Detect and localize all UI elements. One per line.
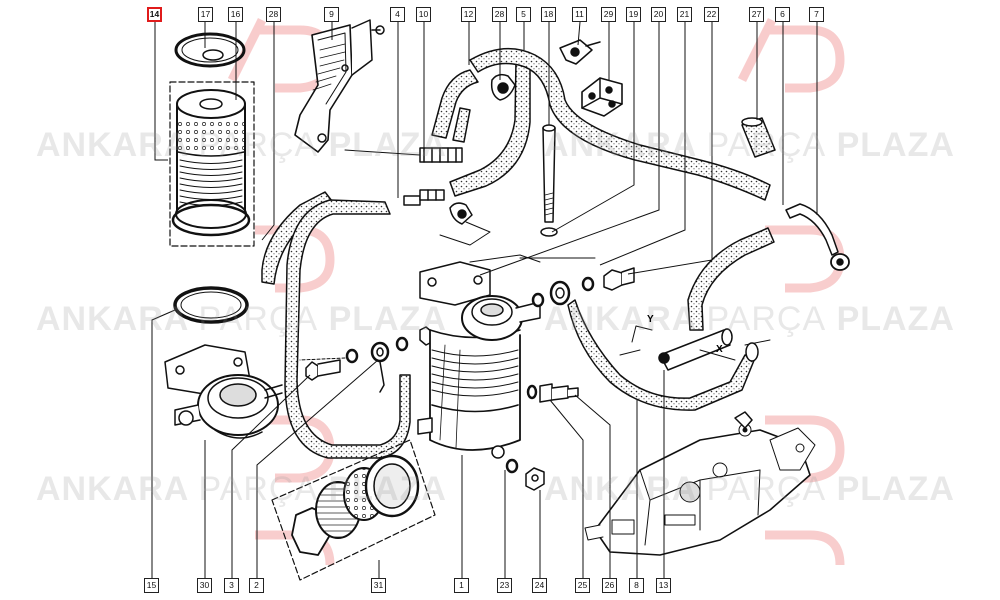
long-bolt-18 [540, 124, 558, 237]
callout-leader-lines [151, 21, 818, 578]
junction-29 [581, 77, 623, 117]
callout-top[interactable]: 6 [775, 7, 790, 22]
clip-11 [559, 39, 601, 65]
callout-top[interactable]: 11 [572, 7, 587, 22]
callout-top[interactable]: 10 [416, 7, 431, 22]
filter-kit-dashed-box [169, 81, 255, 247]
axis-label-x: X [716, 344, 723, 355]
callout-top[interactable]: 28 [266, 7, 281, 22]
callout-bottom[interactable]: 3 [224, 578, 239, 593]
filter-cartridge [171, 89, 251, 237]
callout-bottom[interactable]: 24 [532, 578, 547, 593]
callout-bottom[interactable]: 30 [197, 578, 212, 593]
callout-bottom[interactable]: 2 [249, 578, 264, 593]
callout-bottom[interactable]: 15 [144, 578, 159, 593]
callout-top[interactable]: 18 [541, 7, 556, 22]
bolt-washer-set-left [299, 326, 433, 393]
hose-12 [449, 57, 531, 197]
seal-ring-17 [174, 32, 246, 68]
washer-17 [202, 49, 224, 61]
hose-upper-12 [452, 107, 471, 143]
callout-bottom[interactable]: 8 [629, 578, 644, 593]
filter-housing-1 [417, 254, 541, 459]
hose-6 [687, 227, 775, 331]
strainer-set-31 [271, 439, 436, 581]
hose-3 [284, 199, 411, 459]
axis-label-y: Y [647, 314, 654, 325]
seal-ring-15 [173, 286, 249, 324]
callout-bottom[interactable]: 25 [575, 578, 590, 593]
callout-bottom[interactable]: 1 [454, 578, 469, 593]
callout-top[interactable]: 20 [651, 7, 666, 22]
pipe-7 [785, 203, 850, 271]
callout-top[interactable]: 19 [626, 7, 641, 22]
hose-clip-10 [344, 147, 463, 163]
callout-top[interactable]: 16 [228, 7, 243, 22]
callout-bottom[interactable]: 23 [497, 578, 512, 593]
callout-top[interactable]: 9 [324, 7, 339, 22]
callout-bottom[interactable]: 13 [656, 578, 671, 593]
fitting-4 [403, 189, 491, 246]
callout-top[interactable]: 28 [492, 7, 507, 22]
sensor-25 [526, 383, 579, 403]
callout-top[interactable]: 14 [147, 7, 162, 22]
hose-sleeve-27 [741, 117, 776, 158]
callout-top[interactable]: 5 [516, 7, 531, 22]
bracket-9 [294, 19, 385, 153]
callout-top[interactable]: 27 [749, 7, 764, 22]
callout-top[interactable]: 29 [601, 7, 616, 22]
callout-top[interactable]: 12 [461, 7, 476, 22]
callout-top[interactable]: 4 [390, 7, 405, 22]
exploded-view-drawing [164, 19, 850, 581]
hose-upper-4 [431, 69, 479, 139]
clamp-28 [490, 73, 516, 101]
callout-top[interactable]: 21 [677, 7, 692, 22]
drain-parts [505, 458, 545, 491]
injection-pump [584, 411, 816, 556]
callout-bottom[interactable]: 26 [602, 578, 617, 593]
callout-top[interactable]: 17 [198, 7, 213, 22]
hose-5 [469, 47, 771, 201]
fittings-right [519, 257, 635, 308]
callout-top[interactable]: 22 [704, 7, 719, 22]
callout-top[interactable]: 7 [809, 7, 824, 22]
filter-head-30 [164, 344, 283, 439]
callout-bottom[interactable]: 31 [371, 578, 386, 593]
dimension-detail [619, 325, 771, 371]
